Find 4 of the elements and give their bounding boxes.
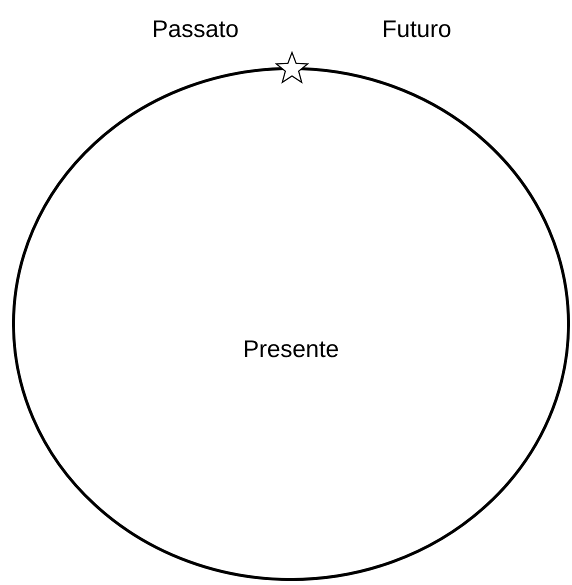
time-label: Passato bbox=[152, 16, 239, 44]
time-label: Futuro bbox=[382, 16, 452, 44]
node-label: Presente bbox=[242, 336, 340, 364]
ellipse-node bbox=[12, 67, 570, 581]
